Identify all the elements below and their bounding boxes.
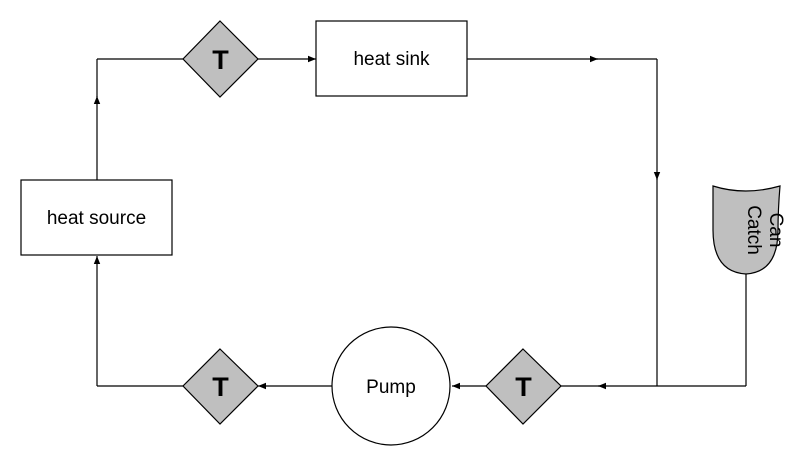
- catch-can-label-line1: Catch: [743, 205, 764, 255]
- temperature-sensor-bottom-left: T: [182, 348, 259, 425]
- sensor-bottom-right-label: T: [515, 372, 532, 402]
- sensor-bottom-left-label: T: [212, 372, 229, 402]
- heat-sink-node: heat sink: [315, 20, 468, 97]
- temperature-sensor-top: T: [182, 20, 259, 98]
- heat-sink-label: heat sink: [353, 49, 430, 70]
- pump-label: Pump: [366, 377, 416, 398]
- temperature-sensor-bottom-right: T: [485, 348, 562, 425]
- catch-can-label-line2: Can: [765, 213, 786, 248]
- heat-source-label: heat source: [47, 208, 146, 229]
- heat-source-node: heat source: [20, 179, 173, 256]
- sensor-top-label: T: [212, 45, 229, 75]
- catch-can-node: Catch Can: [712, 185, 786, 275]
- pump-node: Pump: [331, 326, 451, 446]
